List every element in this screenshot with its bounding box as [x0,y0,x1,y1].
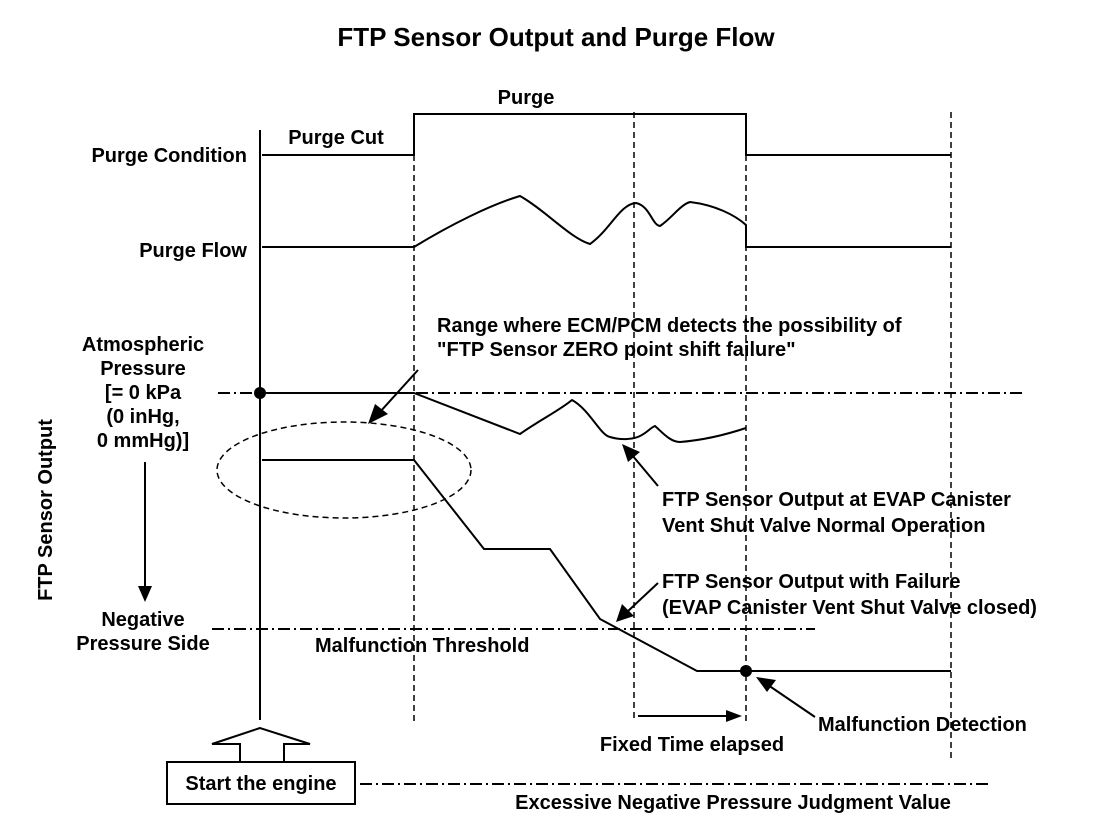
range-note-line1: Range where ECM/PCM detects the possibil… [437,315,902,337]
svg-text:Atmospheric: Atmospheric [82,334,204,356]
range-note-line2: "FTP Sensor ZERO point shift failure" [437,339,796,361]
negative-label-line1: Negative [101,609,184,631]
purge-flow-label: Purge Flow [139,240,247,262]
purge-flow-curve [262,194,951,248]
start-engine-block-arrow [211,726,311,763]
range-note-arrow-shaft [379,369,419,413]
start-engine-box [166,761,356,805]
normal-output-line2: Vent Shut Valve Normal Operation [662,515,985,537]
purge-condition-signal [262,113,951,156]
normal-output-arrow-shaft [631,454,659,487]
start-engine-label: Start the engine [185,773,336,795]
normal-operation-curve [260,392,747,444]
diagram-title: FTP Sensor Output and Purge Flow [337,22,775,52]
malfunction-detection-label: Malfunction Detection [818,714,1027,736]
negative-label-line2: Pressure Side [76,633,209,655]
zero-shift-detection-region [216,421,472,519]
purge-cut-label: Purge Cut [288,127,384,149]
ftp-sensor-output-axis-label: FTP Sensor Output [35,419,57,601]
failure-output-line1: FTP Sensor Output with Failure [662,571,961,593]
purge-label: Purge [498,87,555,109]
malfunction-threshold-label: Malfunction Threshold [315,635,529,657]
svg-text:0 mmHg)]: 0 mmHg)] [97,430,189,452]
fixed-time-arrowhead [726,710,742,722]
normal-output-arrowhead [622,444,640,462]
negative-direction-arrowhead [138,586,152,602]
svg-text:(0 inHg,: (0 inHg, [106,406,179,428]
failure-output-arrowhead [616,604,634,622]
failure-output-line2: (EVAP Canister Vent Shut Valve closed) [662,597,1037,619]
normal-output-line1: FTP Sensor Output at EVAP Canister [662,489,1011,511]
malfunction-detection-arrowhead [756,677,776,692]
failure-output-arrow-shaft [626,582,659,613]
excessive-negative-label: Excessive Negative Pressure Judgment Val… [515,792,951,814]
svg-text:Pressure: Pressure [100,358,186,380]
fixed-time-label: Fixed Time elapsed [600,734,784,756]
svg-text:[= 0 kPa: [= 0 kPa [105,382,182,404]
purge-condition-label: Purge Condition [91,145,247,167]
malfunction-detection-point [740,665,752,677]
malfunction-detection-arrow-shaft [767,684,816,718]
failure-curve [262,459,951,672]
range-note-arrowhead [368,404,388,424]
atmospheric-pressure-label: Atmospheric Pressure [= 0 kPa (0 inHg, 0… [82,334,204,452]
